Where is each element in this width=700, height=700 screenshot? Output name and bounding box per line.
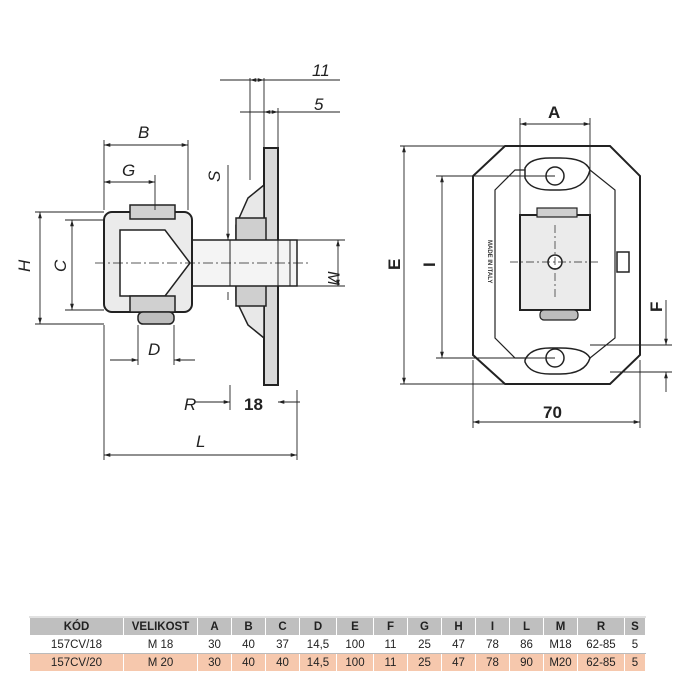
- col-g: G: [407, 616, 442, 636]
- cell: 30: [197, 653, 232, 672]
- side-view-dimensions: [35, 78, 345, 460]
- dim-L-label: L: [196, 432, 205, 451]
- front-view: [472, 145, 641, 385]
- spec-table-header: KÓD VELIKOST A B C D E F G H I L M R S: [29, 616, 646, 636]
- col-m: M: [543, 616, 578, 636]
- cell: 100: [336, 653, 374, 672]
- cell: 25: [407, 653, 442, 672]
- table-row: 157CV/20 M 20 30 40 40 14,5 100 11 25 47…: [29, 653, 646, 672]
- side-view-labels: 11 5 B G S H C M D R 18 L: [15, 61, 343, 451]
- cell: M18: [543, 635, 578, 654]
- dim-D-label: D: [148, 340, 160, 359]
- dim-R-label: R: [184, 395, 196, 414]
- cell: 47: [441, 635, 476, 654]
- cell: 11: [373, 635, 408, 654]
- side-view: [95, 147, 310, 386]
- col-i: I: [475, 616, 510, 636]
- col-velikost: VELIKOST: [123, 616, 198, 636]
- cell: 90: [509, 653, 544, 672]
- technical-drawing: 11 5 B G S H C M D R 18 L MADE IN ITALY: [15, 61, 672, 460]
- cell: 78: [475, 653, 510, 672]
- front-view-labels: A E I F 70: [385, 103, 666, 422]
- cell: M 20: [123, 653, 198, 672]
- col-h: H: [441, 616, 476, 636]
- dim-C-label: C: [51, 259, 70, 272]
- dim-E-label: E: [385, 259, 404, 270]
- cell: 157CV/20: [29, 653, 124, 672]
- grease-nipple: [137, 311, 175, 325]
- cell: 14,5: [299, 653, 337, 672]
- cell: 47: [441, 653, 476, 672]
- cell: 5: [624, 635, 646, 654]
- cell: 62-85: [577, 635, 625, 654]
- cell: 5: [624, 653, 646, 672]
- cell: 30: [197, 635, 232, 654]
- cell: 14,5: [299, 635, 337, 654]
- cell: 40: [231, 653, 266, 672]
- col-e: E: [336, 616, 374, 636]
- dim-I-label: I: [420, 262, 439, 267]
- cell: M 18: [123, 635, 198, 654]
- dim-5-label: 5: [314, 95, 324, 114]
- col-kod: KÓD: [29, 616, 124, 636]
- cell: 40: [231, 635, 266, 654]
- col-f: F: [373, 616, 408, 636]
- cell: 157CV/18: [29, 635, 124, 654]
- dim-G-label: G: [122, 161, 135, 180]
- table-row: 157CV/18 M 18 30 40 37 14,5 100 11 25 47…: [29, 635, 646, 654]
- spec-table: KÓD VELIKOST A B C D E F G H I L M R S 1…: [29, 616, 646, 672]
- col-d: D: [299, 616, 337, 636]
- cell: M20: [543, 653, 578, 672]
- cell: 78: [475, 635, 510, 654]
- col-r: R: [577, 616, 625, 636]
- cell: 37: [265, 635, 300, 654]
- cell: 11: [373, 653, 408, 672]
- cell: 86: [509, 635, 544, 654]
- dim-S-label: S: [205, 170, 224, 182]
- col-l: L: [509, 616, 544, 636]
- cell: 25: [407, 635, 442, 654]
- col-s: S: [624, 616, 646, 636]
- dim-F-label: F: [647, 302, 666, 312]
- made-in-italy-text: MADE IN ITALY: [486, 240, 492, 283]
- dim-M-label: M: [324, 271, 343, 286]
- col-a: A: [197, 616, 232, 636]
- dim-H-label: H: [15, 259, 34, 272]
- cell: 100: [336, 635, 374, 654]
- col-b: B: [231, 616, 266, 636]
- dim-18-label: 18: [244, 395, 263, 414]
- cell: 40: [265, 653, 300, 672]
- dim-B-label: B: [138, 123, 149, 142]
- front-view-dimensions: [400, 118, 672, 428]
- dim-70-label: 70: [543, 403, 562, 422]
- dim-A-label: A: [548, 103, 560, 122]
- col-c: C: [265, 616, 300, 636]
- dim-11-label: 11: [312, 61, 330, 80]
- cell: 62-85: [577, 653, 625, 672]
- front-plate: [472, 145, 641, 385]
